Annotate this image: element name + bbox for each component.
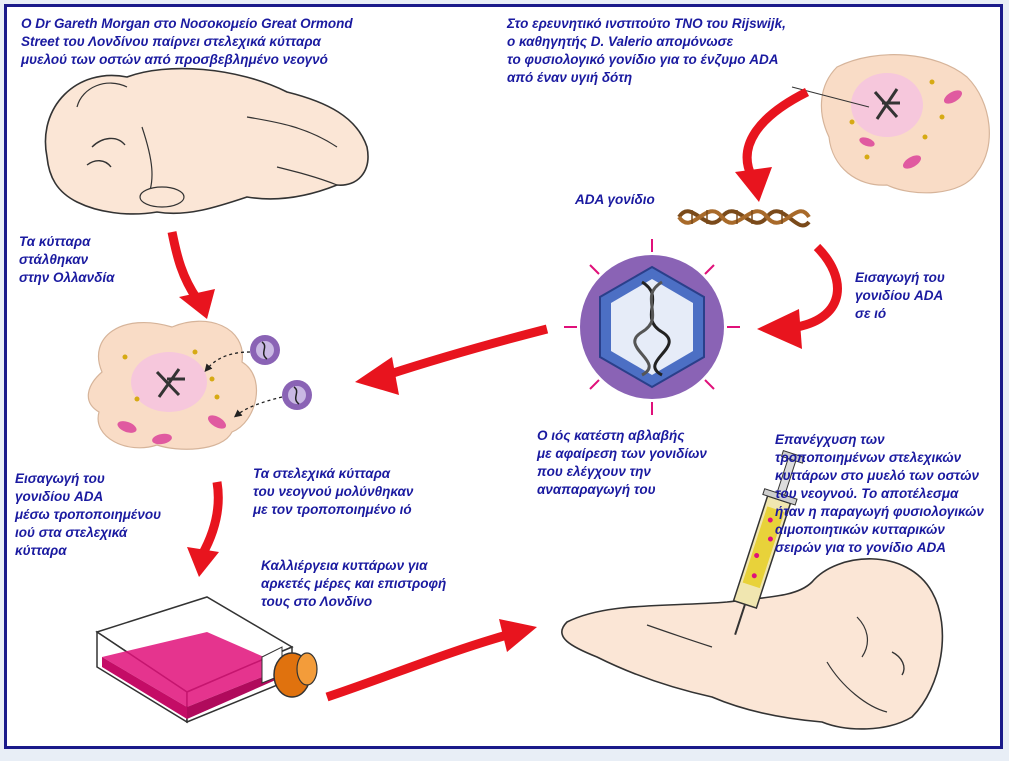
small-virus-2 [282,380,312,410]
arrow-to-holland [167,231,201,302]
label-culture: Καλλιέργεια κυττάρων για αρκετές μέρες κ… [261,558,447,609]
donor-cell [820,54,990,194]
baby-patient-top [44,67,369,215]
label-top-right: Στο ερευνητικό ινστιτούτο TNO του Rijswi… [507,16,786,85]
stem-cell-left [87,320,257,450]
arrow-virus-to-cell [385,324,549,380]
label-virus-harmless: Ο ιός κατέστη αβλαβής με αφαίρεση των γο… [537,428,707,497]
culture-flask [95,596,318,724]
diagram-frame: O Dr Gareth Morgan στο Νοσοκομείο Great … [4,4,1003,749]
label-ada-gene: ADA γονίδιο [575,192,655,207]
syringe [732,450,805,636]
arrow-to-virus [795,243,842,332]
label-top-left: O Dr Gareth Morgan στο Νοσοκομείο Great … [21,16,353,67]
modified-virus [564,239,740,415]
arrow-to-culture [198,481,223,558]
arrow-to-london [325,630,509,702]
arrow-to-gene [742,87,810,180]
diagram-artwork [44,54,990,730]
label-insert-stem: Εισαγωγή του γονιδίου ADA μέσω τροποποιη… [15,471,162,558]
small-virus-1 [250,335,280,365]
label-reinjection: Επανέγχυση των τροποποιημένων στελεχικών… [775,432,984,555]
label-infected: Τα στελεχικά κύτταρα του νεογνού μολύνθη… [253,466,414,517]
label-insert-virus: Εισαγωγή του γονιδίου ADA σε ιό [855,270,945,321]
label-sent-holland: Τα κύτταρα στάλθηκαν στην Ολλανδία [19,234,115,285]
ada-dna-helix [677,209,811,228]
